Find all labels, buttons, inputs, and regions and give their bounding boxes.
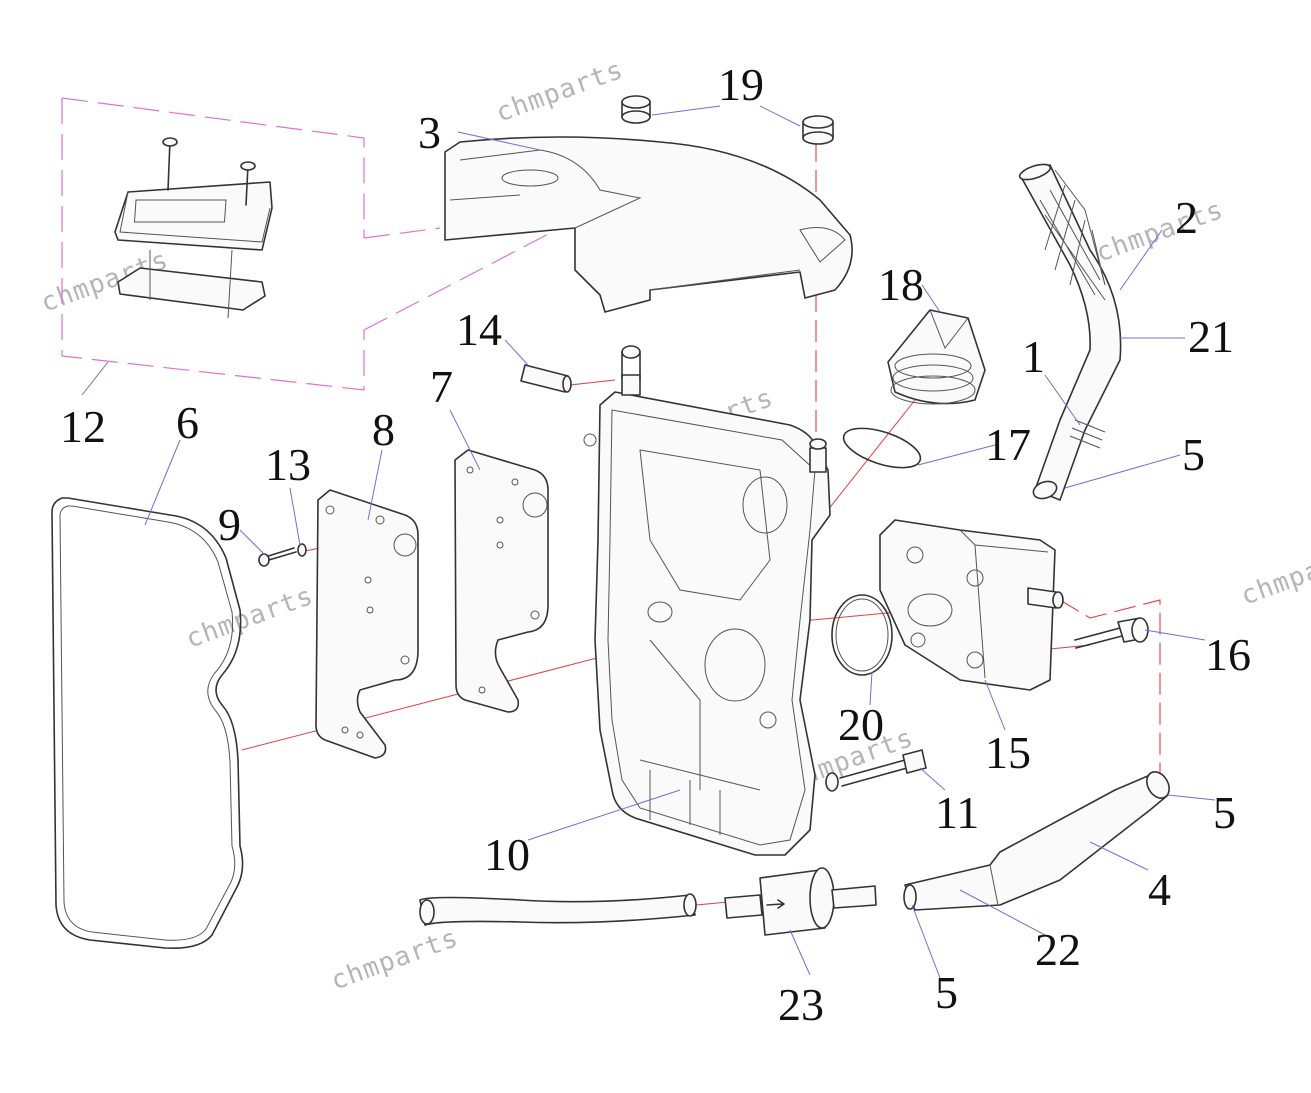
gasket-6 [51,497,244,950]
watermark: chmparts [492,55,627,129]
leader-lines [81,105,1216,979]
callout-3: 3 [418,107,441,158]
fuel-filter-23 [419,867,877,936]
callout-7: 7 [430,361,453,412]
gasket-7 [454,449,549,713]
callout-5: 5 [1182,429,1205,480]
callout-12: 12 [60,401,106,452]
screw-9 [258,547,297,567]
callout-17: 17 [985,419,1031,470]
bolt-16 [1074,617,1149,649]
callout-2: 2 [1175,192,1198,243]
callout-13: 13 [265,439,311,490]
pipe-14 [520,364,572,393]
reed-valve-12 [114,137,273,319]
cover-3 [444,136,853,313]
washer-13 [297,543,307,557]
lower-hose-22 [903,771,1170,911]
grommet-19b [802,115,834,145]
callout-19: 19 [718,59,764,110]
grommet-19a [621,95,651,124]
callout-23: 23 [778,979,824,1030]
callout-15: 15 [985,727,1031,778]
callout-1: 1 [1022,331,1045,382]
o-ring-17 [842,427,922,469]
callout-8: 8 [372,404,395,455]
reed-valve-group-outline [61,97,561,391]
upper-hose-21 [1018,163,1122,501]
callout-16: 16 [1205,629,1251,680]
callout-9: 9 [218,499,241,550]
callout-18: 18 [878,259,924,310]
callout-5: 5 [1213,787,1236,838]
watermark: chmparts [182,581,317,655]
callout-4: 4 [1148,864,1171,915]
callout-22: 22 [1035,924,1081,975]
bolt-11 [825,749,927,792]
plate-8 [315,489,419,759]
watermark: chmparts [327,923,462,997]
watermark: chmparts [1237,538,1311,612]
callouts: 1 2 3 4 5 5 5 6 7 8 9 10 11 12 13 14 15 … [60,59,1251,1030]
callout-21: 21 [1188,311,1234,362]
callout-10: 10 [484,829,530,880]
callout-14: 14 [456,304,502,355]
callout-11: 11 [935,787,979,838]
callout-6: 6 [176,397,199,448]
callout-5: 5 [935,967,958,1018]
pump-15 [879,519,1064,691]
o-ring-20 [831,594,893,676]
watermark: chmparts [1092,195,1227,269]
filler-cap-18 [887,309,986,405]
callout-20: 20 [838,699,884,750]
body-10 [583,345,831,856]
